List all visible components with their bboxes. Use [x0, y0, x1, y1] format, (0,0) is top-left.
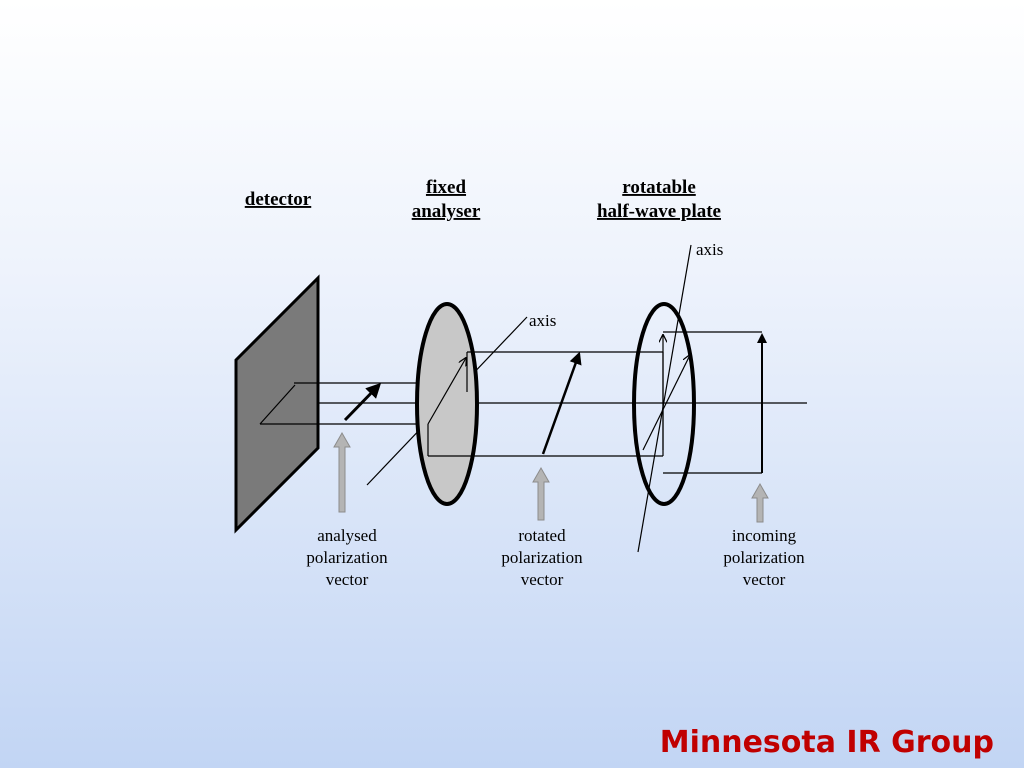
- rotated-caption-line1: rotated: [518, 526, 566, 545]
- analysed-caption-line1: analysed: [317, 526, 377, 545]
- detector-plate: [234, 274, 320, 534]
- plate-axis-line: [637, 244, 692, 553]
- analyser-header-line2: analyser: [412, 201, 481, 222]
- rotated-caption-line2: polarization: [501, 548, 583, 567]
- incoming-pointer-arrow: [751, 482, 769, 523]
- rotated-pointer-arrow: [532, 466, 550, 521]
- incoming-caption-line1: incoming: [732, 526, 797, 545]
- half-wave-plate-ellipse: [632, 302, 696, 506]
- incoming-caption: incoming polarization vector: [723, 526, 805, 589]
- pointer-arrows: [333, 431, 769, 523]
- analyser-header-line1: fixed: [426, 177, 467, 198]
- analyser-ellipse: [415, 302, 479, 506]
- footer-brand: Minnesota IR Group: [659, 725, 994, 760]
- plate-header-line2: half-wave plate: [597, 201, 721, 222]
- analyser-axis-label: axis: [529, 311, 556, 330]
- plate-internal-vectors: [642, 335, 690, 451]
- rotated-caption: rotated polarization vector: [501, 526, 583, 589]
- incoming-caption-line3: vector: [743, 570, 786, 589]
- detector-header: detector: [245, 189, 312, 210]
- plate-header-line1: rotatable: [622, 177, 696, 198]
- analysed-caption-line2: polarization: [306, 548, 388, 567]
- incoming-caption-line2: polarization: [723, 548, 805, 567]
- analysed-caption: analysed polarization vector: [306, 526, 388, 589]
- analysed-caption-line3: vector: [326, 570, 369, 589]
- incoming-vector-frame: [663, 331, 767, 474]
- rotated-caption-line3: vector: [521, 570, 564, 589]
- plate-axis-label: axis: [696, 240, 723, 259]
- analysed-pointer-arrow: [333, 431, 351, 513]
